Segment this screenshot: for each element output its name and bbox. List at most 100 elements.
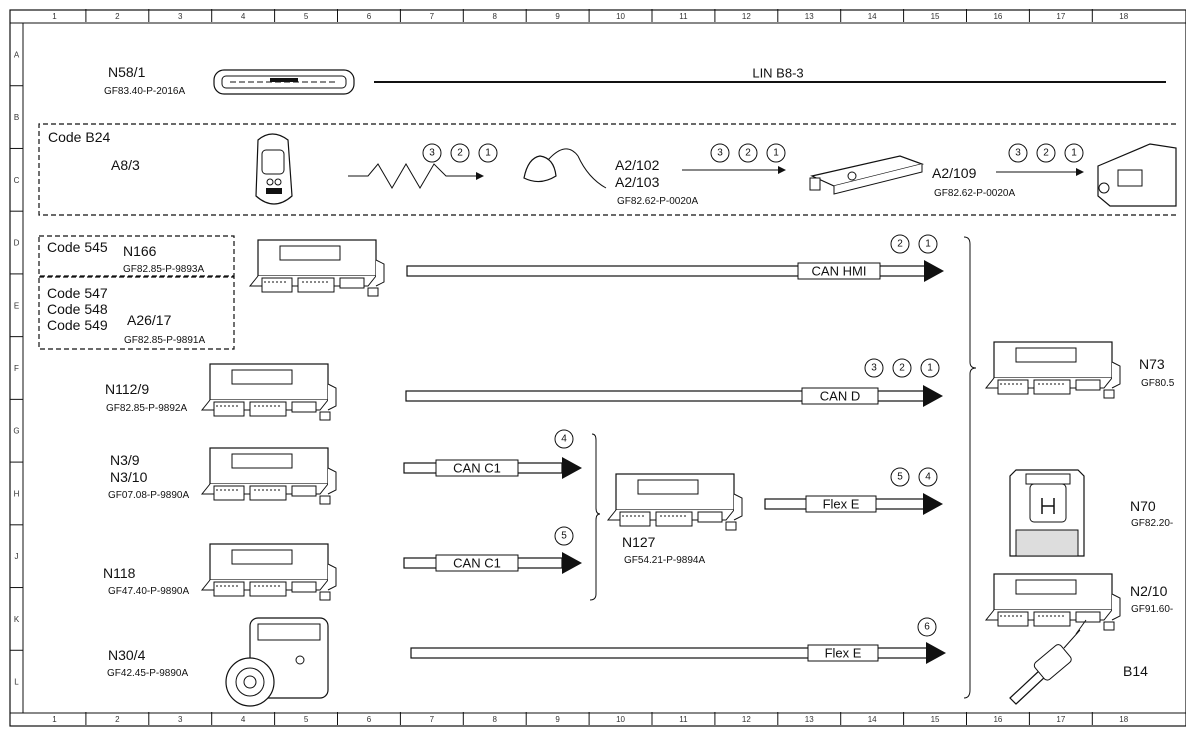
top-col-number: 12	[742, 12, 751, 21]
connection-number: 4	[925, 472, 931, 483]
connection-number-circle	[554, 526, 574, 546]
connection-number: 1	[773, 148, 779, 159]
connection-number-circle	[918, 234, 938, 254]
connection-number-circle	[864, 358, 884, 378]
n112-9-ref: GF82.85-P-9892A	[106, 403, 187, 414]
row-letter: F	[14, 364, 19, 373]
top-col-number: 7	[430, 12, 435, 21]
top-col-number: 3	[178, 12, 183, 21]
row-letter: D	[14, 239, 20, 248]
sensor-icon	[1009, 619, 1087, 705]
n118-ref: GF47.40-P-9890A	[108, 586, 189, 597]
row-letter: E	[14, 301, 19, 310]
bottom-col-number: 10	[616, 715, 625, 724]
n2-10-label: N2/10	[1130, 583, 1168, 599]
connection-number-circle	[766, 143, 786, 163]
row-letter: K	[14, 615, 20, 624]
bottom-col-number: 11	[679, 715, 688, 724]
bottom-col-number: 8	[493, 715, 498, 724]
sheet-frame	[9, 9, 1186, 727]
connection-number-circle	[920, 358, 940, 378]
code-549-label: Code 549	[47, 317, 108, 333]
n127-ecu-icon	[607, 473, 743, 531]
connection-number: 1	[925, 239, 931, 250]
code-547-box	[38, 276, 235, 350]
connection-number-circle	[890, 234, 910, 254]
connection-number: 1	[927, 363, 933, 374]
top-col-number: 11	[679, 12, 688, 21]
antenna-icon	[523, 148, 607, 189]
connection-number-circle	[918, 467, 938, 487]
connection-number-circle	[1064, 143, 1084, 163]
bottom-col-number: 15	[931, 715, 940, 724]
bottom-col-number: 6	[367, 715, 372, 724]
bottom-col-number: 9	[555, 715, 560, 724]
top-col-number: 13	[805, 12, 814, 21]
lin-bus-label: LIN B8-3	[752, 66, 803, 81]
n70-ref: GF82.20-	[1131, 518, 1173, 529]
bottom-col-number: 3	[178, 715, 183, 724]
top-col-number: 15	[931, 12, 940, 21]
flex-e-label-a: Flex E	[823, 497, 860, 512]
connection-number: 5	[897, 472, 903, 483]
bottom-col-number: 18	[1119, 715, 1128, 724]
bottom-col-number: 17	[1056, 715, 1065, 724]
rf-signal-wave	[348, 163, 480, 189]
n112-9-label: N112/9	[105, 381, 149, 397]
n2-10-ref: GF91.60-	[1131, 604, 1173, 615]
top-col-number: 14	[868, 12, 877, 21]
connection-number: 2	[457, 148, 463, 159]
bottom-col-number: 2	[115, 715, 120, 724]
bottom-col-number: 1	[52, 715, 57, 724]
a2-102-label: A2/102	[615, 157, 660, 173]
connection-number: 1	[485, 148, 491, 159]
n73-ref: GF80.5	[1141, 378, 1175, 389]
can-d-label: CAN D	[820, 389, 860, 404]
a2-109-label: A2/109	[932, 165, 977, 181]
bottom-col-number: 14	[868, 715, 877, 724]
top-col-number: 10	[616, 12, 625, 21]
n73-ecu-icon	[985, 341, 1121, 399]
right-brace	[963, 236, 977, 699]
connection-number: 4	[561, 434, 567, 445]
bottom-col-number: 7	[430, 715, 435, 724]
connection-number-circle	[478, 143, 498, 163]
n3-9-label: N3/9	[110, 452, 140, 468]
a2-109-ref: GF82.62-P-0020A	[934, 188, 1015, 199]
n112-9-ecu-icon	[201, 363, 337, 421]
can-hmi-label: CAN HMI	[812, 264, 867, 279]
row-letter: G	[13, 427, 19, 436]
bottom-col-number: 4	[241, 715, 246, 724]
can-c1-label-b: CAN C1	[453, 556, 501, 571]
n73-label: N73	[1139, 356, 1165, 372]
flex-e-label-b: Flex E	[825, 646, 862, 661]
top-col-number: 9	[555, 12, 560, 21]
connection-number-circle	[890, 467, 910, 487]
code-548-label: Code 548	[47, 301, 108, 317]
bottom-col-number: 16	[993, 715, 1002, 724]
top-col-number: 5	[304, 12, 309, 21]
abs-unit-icon	[225, 617, 329, 707]
top-col-number: 16	[993, 12, 1002, 21]
n127-ref: GF54.21-P-9894A	[624, 555, 705, 566]
b14-label: B14	[1123, 663, 1148, 679]
bottom-col-number: 13	[805, 715, 814, 724]
connection-number-circle	[710, 143, 730, 163]
receiver-unit-icon	[1097, 143, 1177, 207]
row-letter: B	[14, 113, 19, 122]
a2-103-label: A2/103	[615, 174, 660, 190]
top-col-number: 4	[241, 12, 246, 21]
n58-1-label: N58/1	[108, 64, 146, 80]
n2-10-ecu-icon	[985, 573, 1121, 631]
antenna-module-icon	[809, 155, 925, 195]
n3-ecu-icon	[201, 447, 337, 505]
connection-number: 3	[429, 148, 435, 159]
n127-label: N127	[622, 534, 656, 550]
a2-103-ref: GF82.62-P-0020A	[617, 196, 698, 207]
code-545-box	[38, 235, 235, 277]
shifter-module-icon	[1009, 469, 1085, 557]
connection-number-circle	[450, 143, 470, 163]
connection-number: 2	[745, 148, 751, 159]
top-col-number: 18	[1119, 12, 1128, 21]
